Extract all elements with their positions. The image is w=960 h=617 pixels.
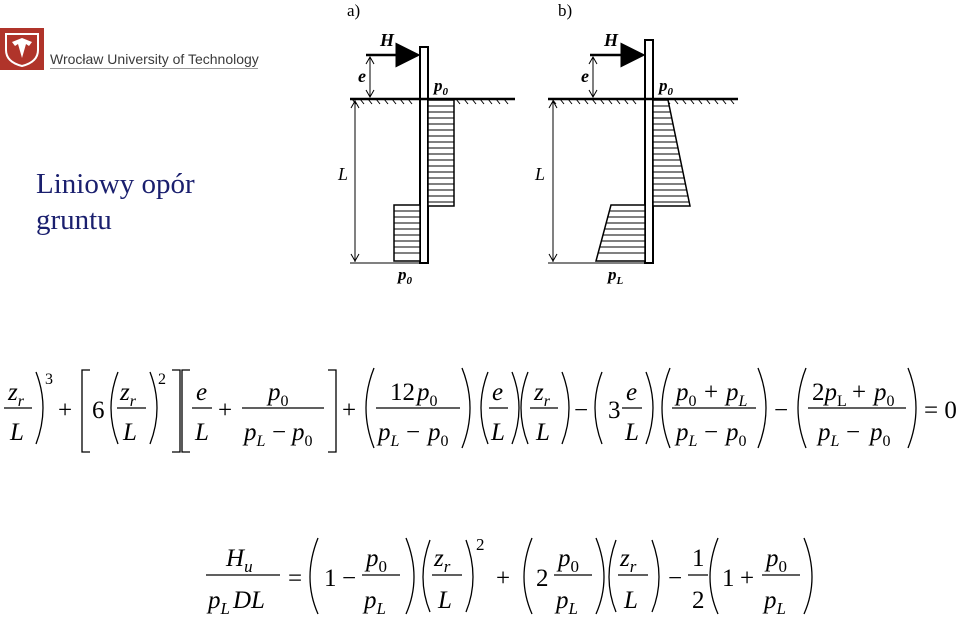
- eq1-plus-2: +: [218, 397, 232, 424]
- panel-a-p0-bottom-label: p0: [396, 265, 413, 287]
- panel-a: a) H e p0 L p0: [337, 1, 515, 287]
- eq1-plus-1: +: [58, 397, 72, 424]
- eq1-pL-2: pL: [376, 419, 400, 450]
- eq1-e-3: e: [626, 379, 637, 406]
- eq1-L-1: L: [9, 419, 24, 446]
- eq1-p0-1: p0: [266, 379, 289, 410]
- eq1-zr-3: zr: [533, 379, 551, 410]
- retaining-wall-figure: a) H e p0 L p0 b) H: [337, 1, 738, 287]
- eq1-plus-4: +: [704, 379, 718, 406]
- eq2-minus-1: −: [342, 565, 356, 592]
- eq1-L-2: L: [122, 419, 137, 446]
- eq1-zr-1: zr: [7, 379, 25, 410]
- eq1-minus-1: −: [272, 419, 286, 446]
- eq1-L-3: L: [194, 419, 209, 446]
- eq2-p0-3: p0: [764, 545, 787, 576]
- eq2-pL-3: pL: [762, 587, 786, 617]
- eq1-e-1: e: [196, 379, 207, 406]
- eq1-p0-4: p0: [674, 379, 697, 410]
- eq1-p0-7: p0: [868, 419, 891, 450]
- eq1-zr-2: zr: [119, 379, 137, 410]
- eq2-pL-1: pL: [362, 587, 386, 617]
- eq2-pL-2: pL: [554, 587, 578, 617]
- panel-a-p0-top-label: p0: [432, 76, 449, 98]
- panel-b-pressure-right-lines: [653, 105, 689, 203]
- eq1-pL-1: pL: [242, 419, 266, 450]
- logo-shield-icon: [5, 33, 39, 68]
- eq1-p0-5: p0: [724, 419, 747, 450]
- logo-eagle-icon: [12, 38, 32, 58]
- eq1-six: 6: [92, 397, 105, 424]
- eq2-p0-2: p0: [556, 545, 579, 576]
- slide-title-line2: gruntu: [36, 204, 112, 236]
- eq1-p0-2: p0: [290, 419, 313, 450]
- eq1-pL-4: pL: [674, 419, 698, 450]
- eq2-exp2: 2: [476, 535, 485, 554]
- eq2-equals: =: [288, 565, 302, 592]
- eq1-three: 3: [608, 397, 621, 424]
- eq1-2pL: 2pL: [812, 379, 847, 410]
- eq1-minus-2: −: [406, 419, 420, 446]
- eq2-Hu: Hu: [225, 545, 253, 576]
- panel-b-pressure-right: [652, 99, 691, 207]
- header-divider: [50, 68, 258, 69]
- eq2-two-2: 2: [692, 587, 705, 614]
- eq1-minus-6: −: [846, 419, 860, 446]
- panel-a-wall: [419, 46, 429, 264]
- panel-b-p0-top-label: p0: [657, 76, 674, 98]
- slide-title: Liniowy opór gruntu: [36, 166, 195, 238]
- eq2-L-1: L: [437, 587, 452, 614]
- panel-a-pressure-left-lines: [394, 210, 420, 254]
- eq1-minus-5: −: [774, 397, 788, 424]
- eq2-one-1: 1: [324, 565, 337, 592]
- panel-b-L-label: L: [534, 164, 545, 184]
- eq1-plus-5: +: [852, 379, 866, 406]
- panel-b-pL-bottom-label: pL: [606, 265, 624, 287]
- eq1-p0-6: p0: [872, 379, 895, 410]
- eq2-L-2: L: [623, 587, 638, 614]
- eq1-exp2: 2: [158, 371, 166, 388]
- panel-b-e-label: e: [581, 66, 589, 86]
- panel-a-pressure-left: [393, 204, 421, 262]
- eq2-p0-1: p0: [364, 545, 387, 576]
- institution-name: Wrocław University of Technology: [50, 51, 259, 67]
- university-logo: [0, 28, 44, 70]
- panel-b-label: b): [558, 1, 572, 20]
- eq1-12p0: 12p0: [390, 379, 438, 410]
- eq1-L-6: L: [624, 419, 639, 446]
- eq1-plus-3: +: [342, 397, 356, 424]
- eq2-zr-2: zr: [619, 545, 637, 576]
- panel-a-L-label: L: [337, 164, 348, 184]
- eq2-minus-2: −: [668, 565, 682, 592]
- slide-title-line1: Liniowy opór: [36, 168, 195, 200]
- panel-a-e-label: e: [358, 66, 366, 86]
- panel-b-pressure-left-lines: [598, 210, 645, 254]
- eq1-p0-3: p0: [426, 419, 449, 450]
- panel-b-force-label: H: [603, 30, 619, 50]
- eq1-pL-5: pL: [816, 419, 840, 450]
- eq1-equals-zero: = 0: [924, 397, 957, 424]
- panel-a-force-label: H: [379, 30, 395, 50]
- eq2-plus-1: +: [496, 565, 510, 592]
- eq1-pL-3: pL: [724, 379, 748, 410]
- eq2-plus-2: +: [740, 565, 754, 592]
- eq1-L-5: L: [535, 419, 550, 446]
- eq2-one-3: 1: [722, 565, 735, 592]
- panel-a-label: a): [347, 1, 360, 20]
- panel-a-pressure-right-lines: [428, 105, 454, 203]
- eq1-L-4: L: [490, 419, 505, 446]
- eq1-minus-3: −: [574, 397, 588, 424]
- eq1-minus-4: −: [704, 419, 718, 446]
- eq2-one-2: 1: [692, 545, 705, 572]
- eq1-e-2: e: [492, 379, 503, 406]
- eq2-zr-1: zr: [433, 545, 451, 576]
- eq2-two: 2: [536, 565, 549, 592]
- eq1-exp3: 3: [45, 371, 53, 388]
- panel-b-wall: [644, 39, 654, 264]
- equation-moment-balance: zr L 3 + 6 zr L 2 e L + p0 pL − p0 + 12p…: [4, 367, 957, 453]
- panel-b: b) H e p0 L pL: [534, 1, 738, 287]
